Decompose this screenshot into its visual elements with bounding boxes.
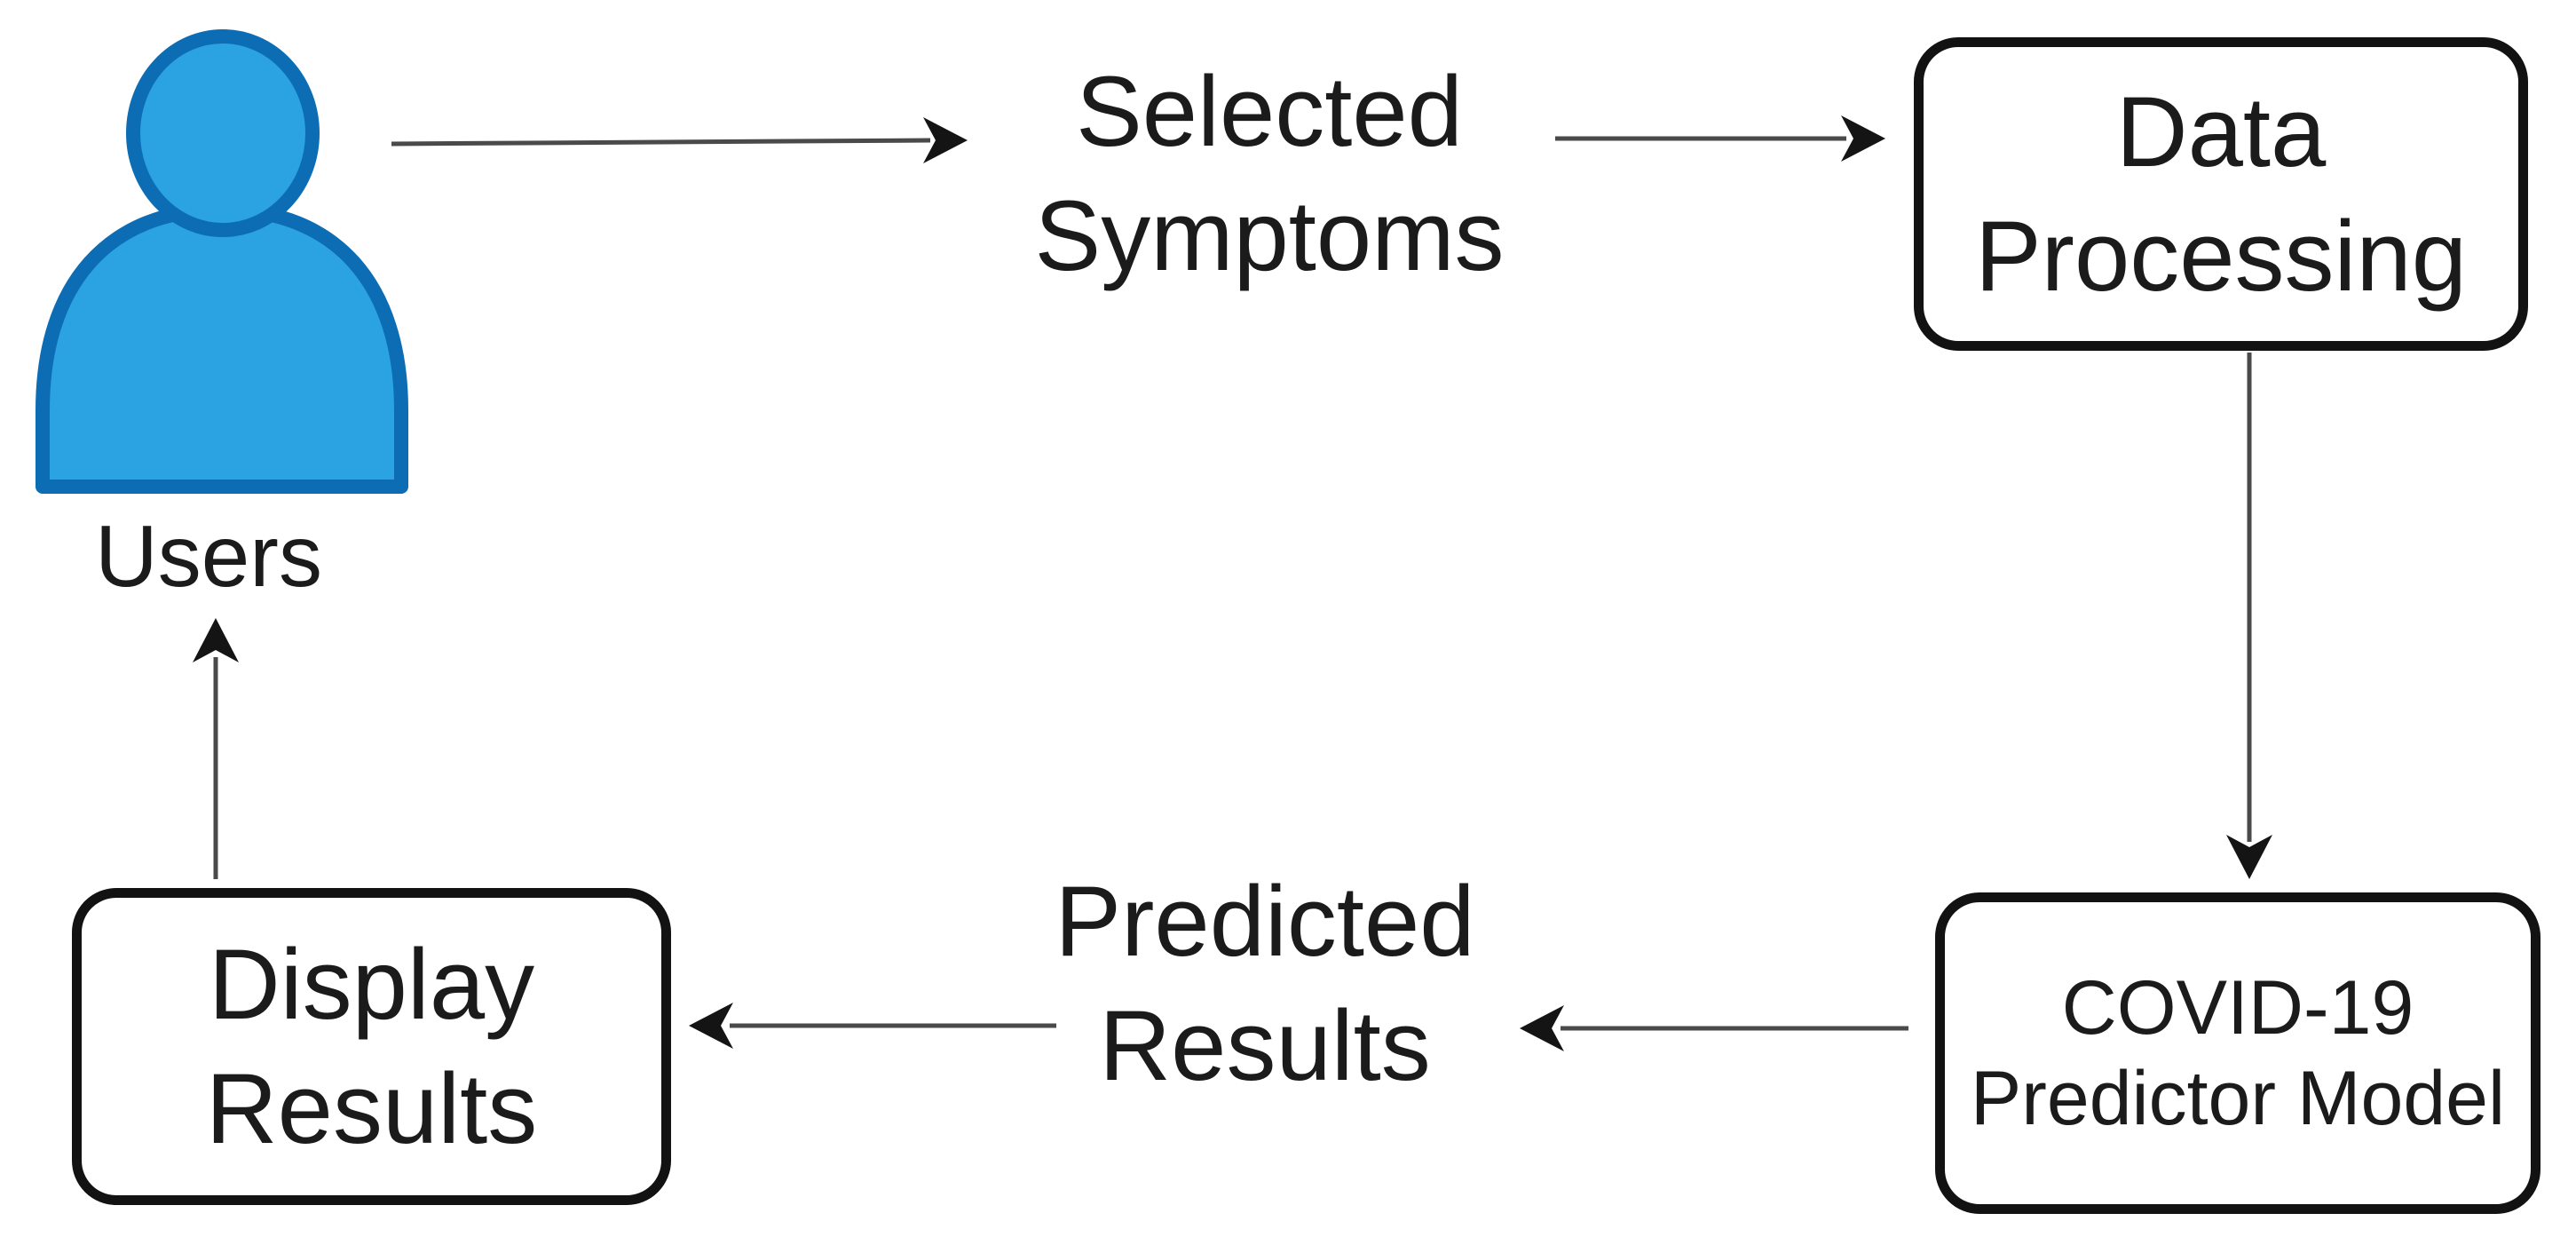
arrow-covid-model-to-predicted-results bbox=[1520, 1005, 1908, 1051]
node-covid-predictor-model: COVID-19 Predictor Model bbox=[1935, 892, 2540, 1214]
covid-model-line1: COVID-19 bbox=[2061, 965, 2414, 1051]
arrowhead-right-icon bbox=[923, 117, 968, 163]
data-processing-line1: Data bbox=[2115, 75, 2327, 187]
arrowhead-left-icon bbox=[689, 1003, 733, 1049]
arrow-users-to-selected-symptoms bbox=[391, 117, 968, 163]
arrowhead-down-icon bbox=[2226, 835, 2272, 879]
node-selected-symptoms: Selected Symptoms bbox=[870, 50, 1669, 298]
selected-symptoms-line2: Symptoms bbox=[1034, 180, 1505, 291]
predicted-results-line1: Predicted bbox=[1055, 866, 1475, 977]
display-results-line1: Display bbox=[208, 928, 535, 1040]
node-display-results: Display Results bbox=[72, 888, 671, 1205]
arrow-display-results-to-users bbox=[193, 618, 239, 879]
arrowhead-right-icon bbox=[1841, 115, 1885, 162]
node-users-label: Users bbox=[31, 506, 386, 606]
data-processing-line2: Processing bbox=[1974, 200, 2468, 312]
arrowhead-left-icon bbox=[1520, 1005, 1564, 1051]
arrow-selected-symptoms-to-data-processing bbox=[1555, 115, 1885, 162]
person-head-shape bbox=[126, 29, 320, 237]
predicted-results-line2: Results bbox=[1099, 990, 1431, 1101]
display-results-line2: Results bbox=[205, 1052, 538, 1164]
node-data-processing: Data Processing bbox=[1914, 37, 2528, 351]
arrow-predicted-results-to-display-results bbox=[689, 1003, 1056, 1049]
node-predicted-results: Predicted Results bbox=[865, 860, 1664, 1108]
users-label: Users bbox=[95, 507, 322, 605]
person-body-shape bbox=[36, 202, 408, 494]
arrow-data-processing-to-covid-model bbox=[2226, 353, 2272, 879]
selected-symptoms-line1: Selected bbox=[1076, 56, 1463, 167]
arrowhead-up-icon bbox=[193, 618, 239, 662]
covid-model-line2: Predictor Model bbox=[1970, 1056, 2506, 1141]
person-icon bbox=[36, 29, 408, 494]
